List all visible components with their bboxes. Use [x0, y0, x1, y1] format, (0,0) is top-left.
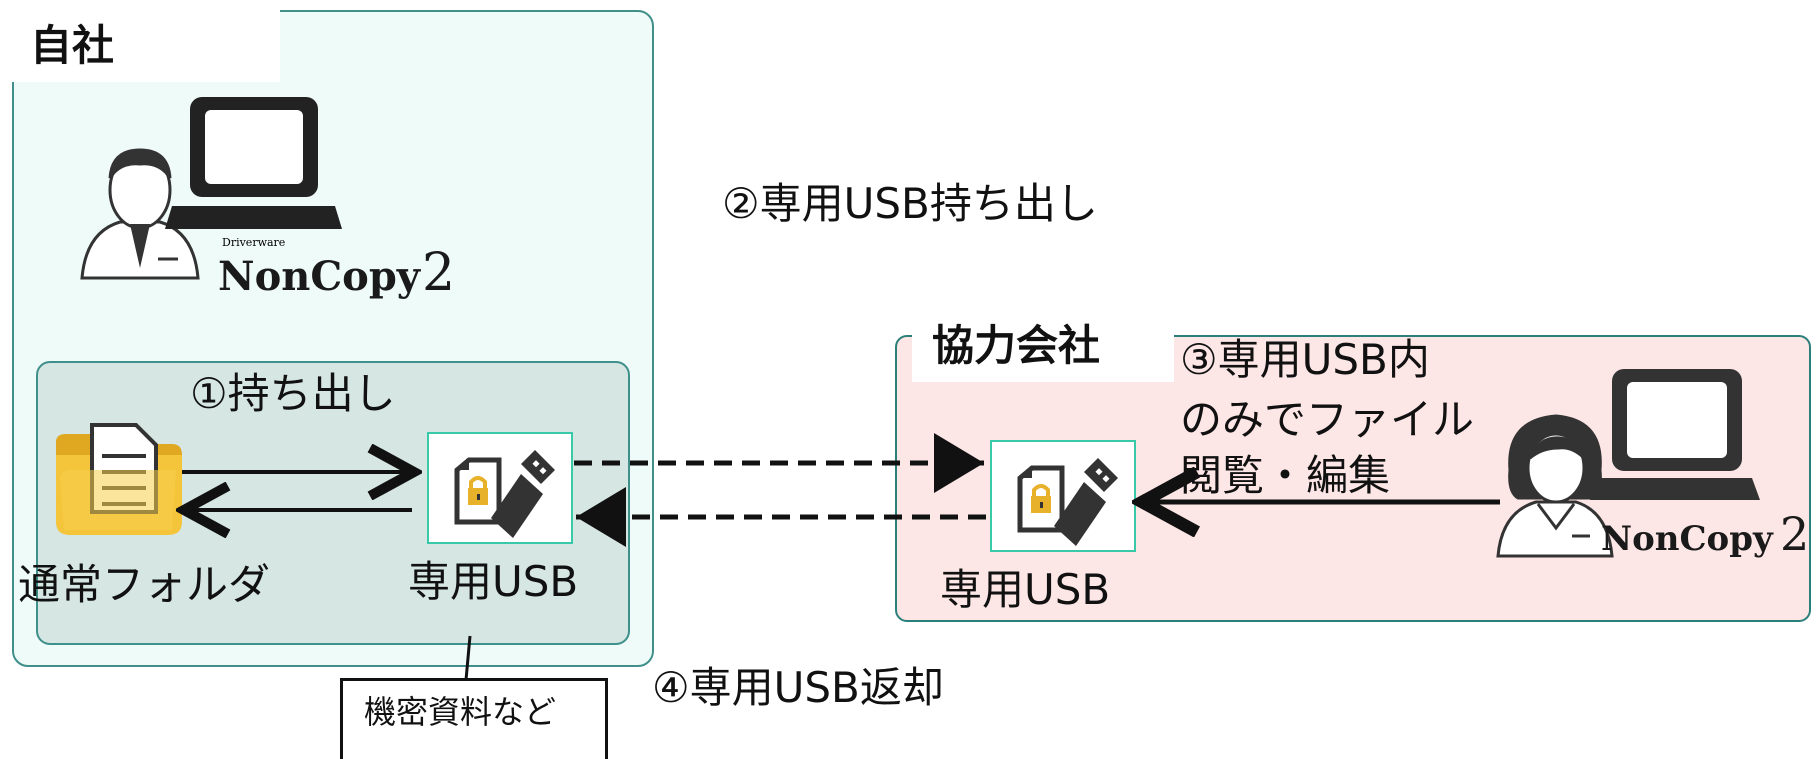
partner-usb-label: 専用USB [940, 565, 1111, 614]
own-company-label-bg [12, 10, 280, 82]
laptop-icon [165, 97, 342, 229]
user-female-icon [1496, 414, 1614, 558]
step2-label: ②専用USB持ち出し [722, 179, 1098, 228]
laptop-icon [1590, 369, 1760, 500]
note-text: 機密資料など [364, 693, 557, 731]
usb-lock-icon [454, 450, 555, 538]
folder-label: 通常フォルダ [18, 560, 271, 609]
own-logo-small: Driverware [222, 236, 285, 249]
step3-line3: 閲覧・編集 [1180, 451, 1391, 500]
usb-lock-icon [1017, 458, 1118, 546]
partner-logo-num: 2 [1780, 507, 1809, 561]
take-out-label: ①持ち出し [190, 369, 396, 418]
partner-company-label-bg [912, 320, 1174, 382]
partner-company-label: 協力会社 [932, 321, 1101, 370]
own-logo-main: NonCopy [218, 253, 422, 300]
step3-line1: ③専用USB内 [1180, 335, 1430, 384]
step3-line2: のみでファイル [1180, 395, 1475, 444]
folder-document-icon [56, 423, 182, 535]
user-male-icon [80, 148, 200, 280]
note-connector [464, 635, 472, 681]
own-company-label: 自社 [30, 21, 115, 70]
partner-logo-main: NonCopy [1601, 519, 1774, 559]
step4-label: ④専用USB返却 [652, 663, 944, 712]
own-usb-label: 専用USB [408, 557, 579, 606]
note-box [340, 678, 608, 759]
own-logo-num: 2 [422, 243, 455, 303]
